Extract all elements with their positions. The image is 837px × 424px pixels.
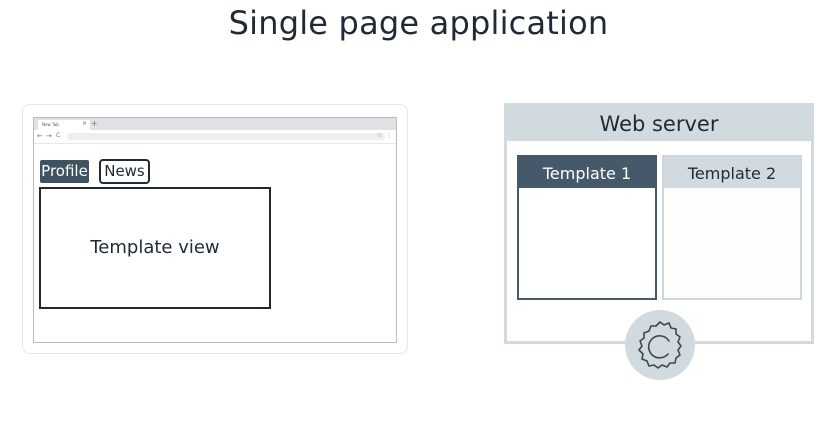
forward-arrow-icon[interactable]: →: [46, 132, 52, 140]
browser-tab-label: New Tab: [42, 122, 59, 127]
template-1-label: Template 1: [519, 157, 655, 188]
back-arrow-icon[interactable]: ←: [37, 132, 43, 140]
close-icon[interactable]: ×: [82, 120, 88, 127]
gear-icon: [624, 309, 696, 381]
browser-tab[interactable]: New Tab: [38, 120, 90, 130]
template-2-label: Template 2: [664, 157, 800, 188]
template-view: Template view: [39, 187, 271, 309]
browser-tab-strip: New Tab × +: [34, 118, 396, 130]
menu-icon[interactable]: ⋮: [386, 132, 392, 139]
web-server: Web server Template 1 Template 2: [504, 103, 814, 344]
new-tab-icon[interactable]: +: [91, 119, 98, 128]
address-bar[interactable]: [67, 133, 385, 140]
star-icon[interactable]: ☆: [376, 132, 382, 139]
reload-icon[interactable]: C: [56, 132, 61, 139]
page-title: Single page application: [228, 4, 609, 42]
template-view-label: Template view: [90, 237, 220, 258]
news-button[interactable]: News: [99, 159, 150, 184]
template-1-box: Template 1: [517, 155, 657, 300]
template-2-box: Template 2: [662, 155, 802, 300]
profile-button[interactable]: Profile: [40, 160, 89, 183]
browser-toolbar: ← → C ☆ ⋮: [34, 130, 396, 144]
web-server-title: Web server: [507, 106, 811, 141]
